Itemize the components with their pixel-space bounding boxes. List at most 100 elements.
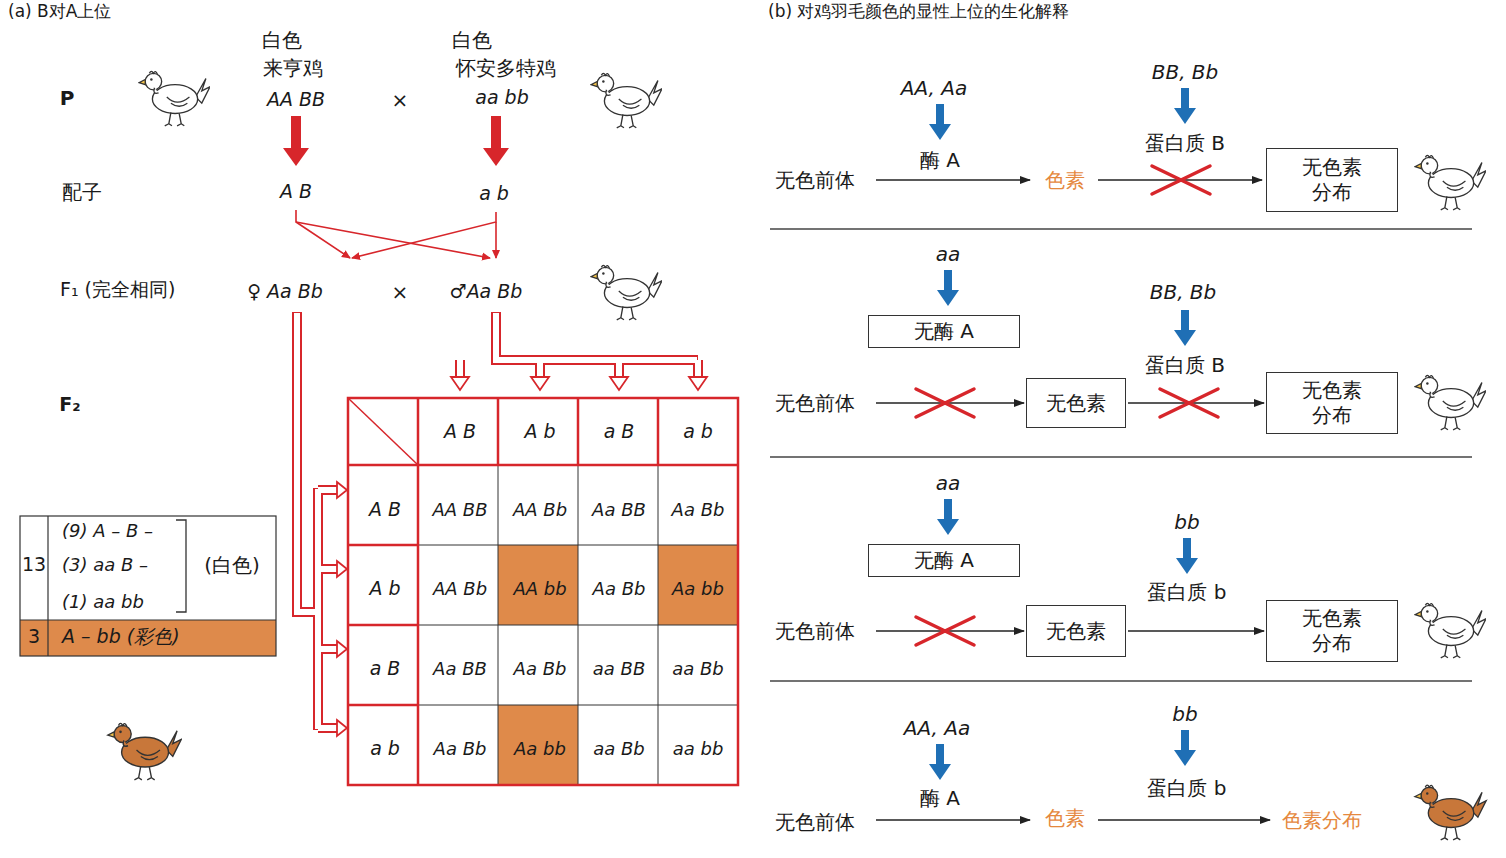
text-label: 无色前体 [775, 392, 855, 415]
text-label: 怀安多特鸡 [456, 57, 556, 80]
red-cross [1160, 389, 1218, 417]
red-crosses [916, 166, 1218, 645]
header-line [348, 704, 418, 707]
header-lines [348, 398, 738, 785]
header-line [348, 624, 418, 627]
blue-arrow-head [929, 124, 951, 140]
chicken-figures [108, 71, 1486, 840]
process-box: 无色素 分布 [1266, 372, 1398, 434]
pathway-arrow [876, 179, 1030, 180]
hollow-head [451, 377, 469, 390]
text-label: 色素 [1045, 807, 1085, 830]
text-label: ♀ Aa Bb [247, 281, 323, 303]
hollow-head [337, 482, 347, 498]
corner-diagonal [348, 398, 418, 465]
hollow-head [337, 641, 347, 657]
text-label: BB, Bb [1152, 61, 1219, 84]
colored-cell [658, 545, 738, 625]
text-label: AA BB [267, 89, 325, 111]
separator [770, 456, 1472, 457]
square-border [348, 398, 738, 785]
text-label: a b [479, 183, 509, 205]
text-label: 蛋白质 b [1147, 777, 1226, 800]
box-text: 无色素 分布 [1296, 606, 1368, 656]
box-text: 无酶 A [914, 548, 974, 573]
hollow-head [531, 377, 549, 390]
text-label: 白色 [262, 29, 302, 52]
blue-arrow-shaft [944, 499, 952, 521]
bracket [176, 520, 186, 612]
pathway-arrow [876, 402, 1024, 403]
table-cell: Aa Bb [593, 579, 646, 600]
text-label: 酶 A [920, 149, 960, 172]
blue-arrow [937, 270, 959, 306]
text-label: 蛋白质 B [1145, 354, 1225, 377]
pathway-arrows [876, 180, 1270, 820]
pathway-arrow [1098, 179, 1262, 180]
table-cell: aa bb [673, 739, 724, 760]
generation-label: P [60, 87, 75, 110]
blue-arrow-head [937, 519, 959, 535]
ratio-cell: 3 [28, 626, 40, 648]
table-cell: a B [370, 658, 401, 680]
white-chicken [591, 265, 662, 320]
blue-arrow [937, 499, 959, 535]
colored-chicken [1415, 785, 1486, 840]
table-cell: aa BB [593, 659, 645, 680]
text-label: ♂Aa Bb [450, 281, 523, 303]
table-cell: A b [369, 578, 400, 600]
blue-arrow-head [929, 764, 951, 780]
separator [770, 680, 1472, 681]
blue-arrow [929, 744, 951, 780]
hollow-head [689, 377, 707, 390]
grid-line [418, 545, 738, 546]
blue-arrow-head [1174, 330, 1196, 346]
generation-label: F₁ (完全相同) [60, 279, 175, 301]
hollow-arrow-outer [460, 312, 698, 378]
red-cross [1152, 166, 1210, 194]
text-label: aa [936, 243, 961, 266]
text-label: BB, Bb [1150, 281, 1217, 304]
table-cell: a B [604, 421, 635, 443]
hollow-heads [337, 377, 707, 736]
table-line [20, 619, 276, 620]
table-cell: AA Bb [513, 500, 567, 521]
table-cell: A b [524, 421, 555, 443]
red-cross [916, 389, 974, 417]
pathway-connector [1128, 402, 1264, 403]
table-cell: Aa Bb [514, 659, 567, 680]
table-cell: Aa Bb [672, 500, 725, 521]
blue-arrow [1174, 730, 1196, 766]
header-line [577, 398, 580, 465]
text-label: aa [936, 472, 961, 495]
blue-arrow [1176, 538, 1198, 574]
table-line [47, 516, 48, 656]
pathway-arrow [1098, 819, 1270, 820]
blue-arrow-head [1174, 750, 1196, 766]
colored-cell [498, 545, 578, 625]
gamete-line [296, 222, 490, 258]
blue-arrow [1174, 88, 1196, 124]
hollow-head [337, 720, 347, 736]
pathway-arrow [876, 819, 1030, 820]
table-cell: Aa bb [672, 579, 724, 600]
ratio-table [20, 516, 276, 656]
text-label: aa bb [475, 87, 528, 109]
text-label: × [392, 281, 409, 304]
table-cell: AA BB [432, 500, 487, 521]
pathway-connector [1128, 630, 1264, 631]
text-label: 无色前体 [775, 811, 855, 834]
grid-line [418, 705, 738, 706]
text-label: 酶 A [920, 787, 960, 810]
red-cross [916, 617, 974, 645]
colored-cell [498, 705, 578, 785]
text-label: AA, Aa [901, 77, 967, 100]
row-separators [770, 229, 1472, 681]
ratio-cell: (白色) [204, 554, 260, 577]
white-chicken [591, 73, 662, 128]
process-box: 无酶 A [868, 544, 1020, 577]
text-label: 色素 [1045, 169, 1085, 192]
header-line [417, 398, 420, 785]
blue-arrow-shaft [1181, 730, 1189, 752]
punnett-square [348, 398, 738, 785]
